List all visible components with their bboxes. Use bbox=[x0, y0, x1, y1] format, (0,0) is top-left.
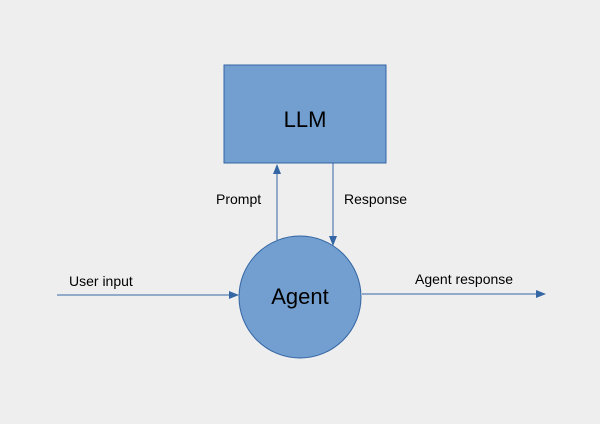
user-input-label: User input bbox=[69, 273, 133, 289]
agent-label: Agent bbox=[271, 284, 329, 309]
agent-node bbox=[238, 235, 362, 359]
agent-response-label: Agent response bbox=[415, 271, 514, 287]
llm-label: LLM bbox=[283, 107, 327, 132]
prompt-label: Prompt bbox=[216, 191, 262, 207]
llm-node bbox=[223, 64, 387, 164]
response-label: Response bbox=[344, 191, 408, 207]
